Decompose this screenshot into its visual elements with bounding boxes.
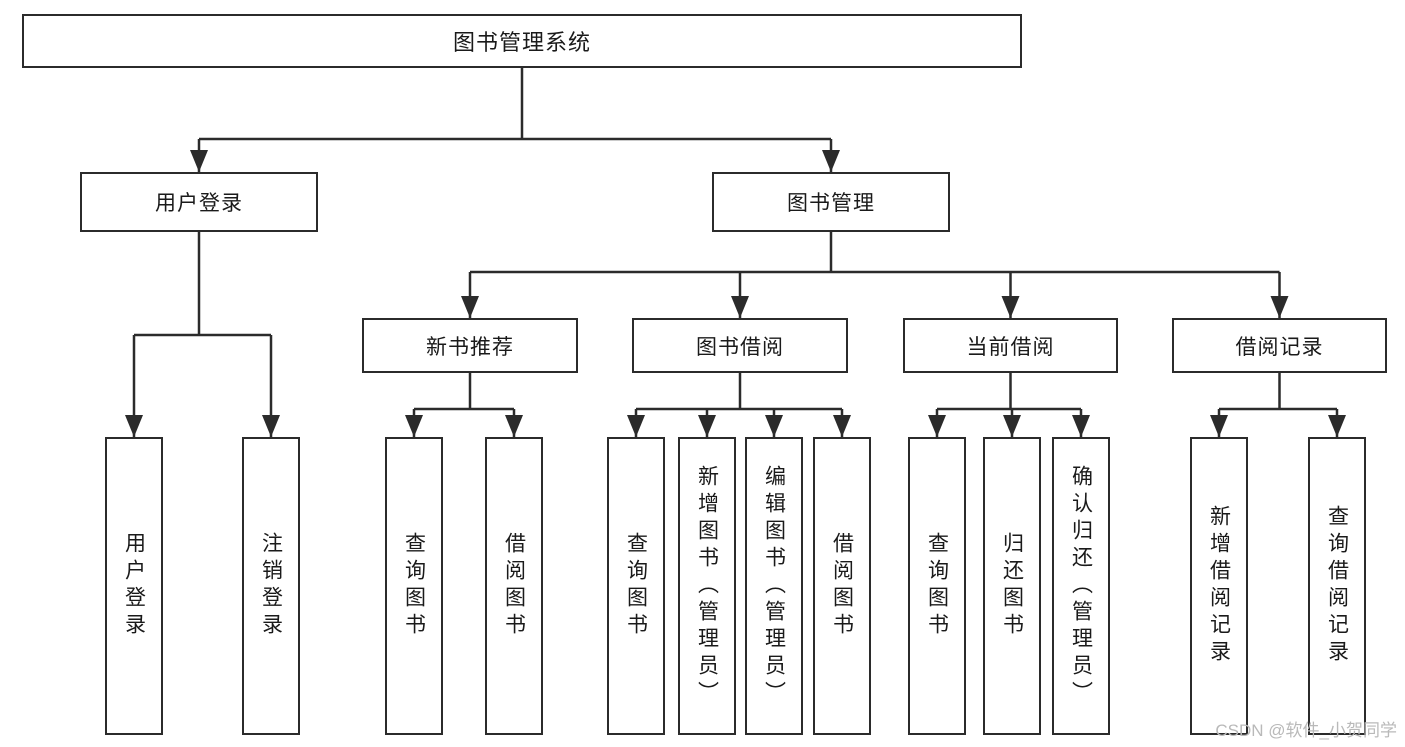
arrowhead-icon: [405, 415, 423, 437]
node-label: 查询借阅记录: [1325, 505, 1349, 667]
arrowhead-icon: [765, 415, 783, 437]
node-label: 借阅图书: [830, 532, 854, 640]
arrowhead-icon: [125, 415, 143, 437]
node-label: 图书管理系统: [452, 30, 591, 55]
node-leaf-borrow-2[interactable]: 借阅图书: [813, 437, 871, 735]
arrowhead-icon: [928, 415, 946, 437]
arrowhead-icon: [1072, 415, 1090, 437]
node-borrow-record[interactable]: 借阅记录: [1172, 318, 1387, 373]
node-leaf-logout[interactable]: 注销登录: [242, 437, 300, 735]
node-user-login[interactable]: 用户登录: [80, 172, 318, 232]
arrowhead-icon: [731, 296, 749, 318]
arrowhead-icon: [698, 415, 716, 437]
node-label: 当前借阅: [966, 335, 1055, 359]
node-label: 新增图书（管理员）: [695, 464, 719, 708]
node-label: 编辑图书（管理员）: [762, 464, 786, 708]
node-label: 借阅图书: [502, 532, 526, 640]
arrowhead-icon: [833, 415, 851, 437]
arrowhead-icon: [1210, 415, 1228, 437]
node-label: 图书借阅: [696, 335, 784, 359]
node-label: 归还图书: [1000, 532, 1024, 640]
node-leaf-query-1[interactable]: 查询图书: [385, 437, 443, 735]
node-leaf-confirm[interactable]: 确认归还（管理员）: [1052, 437, 1110, 735]
node-root[interactable]: 图书管理系统: [22, 14, 1022, 68]
node-leaf-add-book[interactable]: 新增图书（管理员）: [678, 437, 736, 735]
node-leaf-query-2[interactable]: 查询图书: [607, 437, 665, 735]
node-leaf-borrow-1[interactable]: 借阅图书: [485, 437, 543, 735]
arrowhead-icon: [627, 415, 645, 437]
node-label: 确认归还（管理员）: [1069, 464, 1093, 708]
node-label: 新增借阅记录: [1207, 505, 1231, 667]
node-leaf-add-rec[interactable]: 新增借阅记录: [1190, 437, 1248, 735]
node-current-borrow[interactable]: 当前借阅: [903, 318, 1118, 373]
node-book-borrow[interactable]: 图书借阅: [632, 318, 848, 373]
node-label: 查询图书: [402, 532, 426, 640]
node-leaf-edit-book[interactable]: 编辑图书（管理员）: [745, 437, 803, 735]
node-label: 查询图书: [925, 532, 949, 640]
arrowhead-icon: [822, 150, 840, 172]
node-label: 图书管理: [787, 192, 875, 215]
node-leaf-query-3[interactable]: 查询图书: [908, 437, 966, 735]
arrowhead-icon: [262, 415, 280, 437]
arrowhead-icon: [1270, 296, 1289, 318]
node-book-manage[interactable]: 图书管理: [712, 172, 950, 232]
node-label: 查询图书: [624, 532, 648, 640]
node-leaf-user-login[interactable]: 用户登录: [105, 437, 163, 735]
node-leaf-return[interactable]: 归还图书: [983, 437, 1041, 735]
node-leaf-query-rec[interactable]: 查询借阅记录: [1308, 437, 1366, 735]
node-label: 用户登录: [155, 192, 243, 215]
node-label: 借阅记录: [1235, 335, 1324, 359]
arrowhead-icon: [1328, 415, 1346, 437]
arrowhead-icon: [461, 296, 479, 318]
arrowhead-icon: [190, 150, 208, 172]
node-label: 用户登录: [122, 532, 146, 640]
arrowhead-icon: [505, 415, 523, 437]
node-label: 注销登录: [259, 532, 283, 640]
arrowhead-icon: [1001, 296, 1020, 318]
arrowhead-icon: [1003, 415, 1021, 437]
node-new-book-rec[interactable]: 新书推荐: [362, 318, 578, 373]
node-label: 新书推荐: [426, 335, 514, 359]
